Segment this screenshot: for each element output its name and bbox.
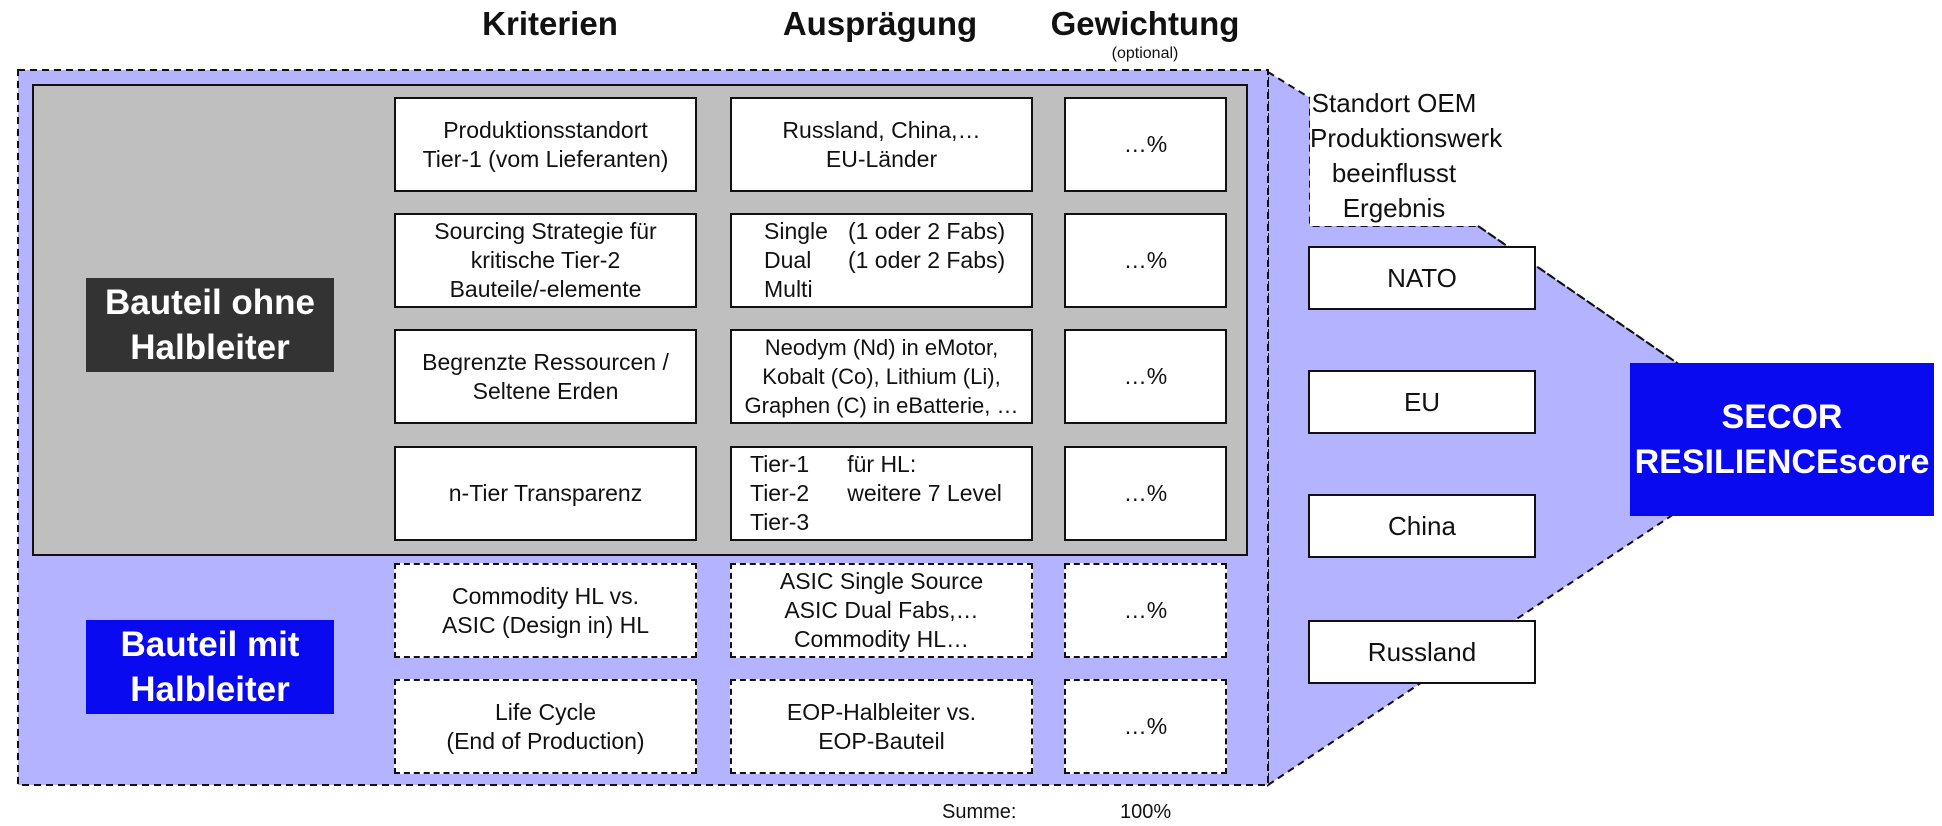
header-weighting-note: (optional)	[1111, 45, 1179, 62]
characteristic-cell: Russland, China,… EU-Länder	[730, 97, 1033, 192]
location-note: Standort OEM Produktionswerk beeinflusst…	[1310, 88, 1503, 223]
criteria-cell: Life Cycle (End of Production)	[394, 679, 697, 774]
characteristic-col-2: für HL: weitere 7 Level	[847, 451, 1002, 506]
header-characteristic: Ausprägung	[782, 5, 978, 42]
characteristic-cell: ASIC Single Source ASIC Dual Fabs,… Comm…	[730, 563, 1033, 658]
characteristic-col-2: (1 oder 2 Fabs) (1 oder 2 Fabs)	[847, 218, 1006, 273]
weight-cell[interactable]: …%	[1064, 213, 1227, 308]
criteria-cell: Begrenzte Ressourcen / Seltene Erden	[394, 329, 697, 424]
weight-cell[interactable]: …%	[1064, 329, 1227, 424]
region-nato[interactable]: NATO	[1308, 246, 1536, 310]
weight-cell[interactable]: …%	[1064, 446, 1227, 541]
characteristic-cell: Neodym (Nd) in eMotor, Kobalt (Co), Lith…	[730, 329, 1033, 424]
sum-label: Summe:	[942, 801, 1017, 823]
characteristic-col-1: Single Dual Multi	[764, 218, 828, 302]
sum-value: 100%	[1120, 801, 1172, 823]
characteristic-cell: Single Dual Multi (1 oder 2 Fabs) (1 ode…	[730, 213, 1033, 308]
group-label-with-semiconductor: Bauteil mit Halbleiter	[86, 620, 334, 714]
region-eu[interactable]: EU	[1308, 370, 1536, 434]
criteria-cell: Sourcing Strategie für kritische Tier-2 …	[394, 213, 697, 308]
weight-cell[interactable]: …%	[1064, 563, 1227, 658]
criteria-cell: n-Tier Transparenz	[394, 446, 697, 541]
characteristic-col-1: Tier-1 Tier-2 Tier-3	[750, 451, 810, 535]
region-russia[interactable]: Russland	[1308, 620, 1536, 684]
header-weighting: Gewichtung	[1050, 5, 1240, 42]
characteristic-cell: EOP-Halbleiter vs. EOP-Bauteil	[730, 679, 1033, 774]
characteristic-cell: Tier-1 Tier-2 Tier-3 für HL: weitere 7 L…	[730, 446, 1033, 541]
header-criteria: Kriterien	[482, 5, 618, 42]
group-label-without-semiconductor: Bauteil ohne Halbleiter	[86, 278, 334, 372]
location-note-notch	[1310, 86, 1478, 226]
result-score-box: SECOR RESILIENCEscore	[1630, 363, 1934, 516]
criteria-cell: Commodity HL vs. ASIC (Design in) HL	[394, 563, 697, 658]
weight-cell[interactable]: …%	[1064, 679, 1227, 774]
region-china[interactable]: China	[1308, 494, 1536, 558]
weight-cell[interactable]: …%	[1064, 97, 1227, 192]
criteria-cell: Produktionsstandort Tier-1 (vom Lieferan…	[394, 97, 697, 192]
